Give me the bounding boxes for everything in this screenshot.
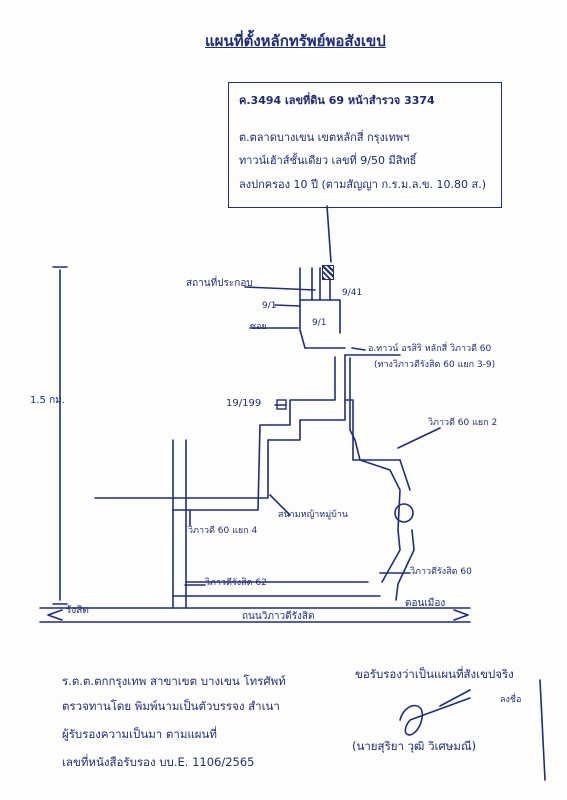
plot-label-mid: 9/1 — [312, 318, 327, 328]
soi-label-4: วิภาวดี 60 แยก 4 — [188, 526, 258, 536]
left-direction-label: รังสิต — [66, 605, 89, 616]
property-location-line: ต.ตลาดบางเขน เขตหลักสี่ กรุงเทพฯ — [239, 131, 410, 144]
plot-label-left: 9/1 — [262, 301, 277, 311]
short-soi-label: ซอย — [250, 322, 267, 332]
house-number-label: 19/199 — [226, 398, 262, 409]
right-direction-label: ดอนเมือง — [405, 598, 446, 609]
landmark-label: สนามหญ้าหมู่บ้าน — [278, 510, 349, 520]
road-label-60: วิภาวดีรังสิต 60 — [410, 567, 472, 577]
road-label-62: วิภาวดีรังสิต 62 — [205, 578, 267, 588]
property-type-line: ทาวน์เฮ้าส์ชั้นเดียว เลขที่ 9/50 มีสิทธิ… — [239, 154, 417, 167]
footer-initial: ลงชื่อ — [500, 695, 522, 705]
footer-left-line-3: ผู้รับรองความเป็นมา ตามแผนที่ — [62, 727, 217, 741]
property-hatch-marker — [322, 265, 334, 280]
plot-label-right: 9/41 — [342, 288, 363, 298]
property-deed-line: ค.3494 เลขที่ดิน 69 หน้าสำรวจ 3374 — [239, 94, 435, 107]
neighbor-label: สถานที่ประกอบ — [186, 278, 253, 289]
box-pointer-line — [326, 205, 332, 263]
main-road-label: ถนนวิภาวดีรังสิต — [242, 611, 315, 622]
footer-left-line-2: ตรวจทานโดย พิมพ์นามเป็นตัวบรรจง สำเนา — [62, 699, 280, 713]
ramp-sub-label: (ทางวิภาวดีรังสิต 60 แยก 3-9) — [374, 360, 496, 370]
property-info-box: ค.3494 เลขที่ดิน 69 หน้าสำรวจ 3374 ต.ตลา… — [228, 82, 502, 208]
map-title: แผนที่ตั้งหลักทรัพย์พอสังเขป — [205, 32, 386, 50]
property-lease-line: ลงปกครอง 10 ปี (ตามสัญญา ก.ร.ม.ล.ข. 10.8… — [239, 178, 487, 191]
distance-label: 1.5 กม. — [30, 395, 65, 406]
footer-left-line-4: เลขที่หนังสือรับรอง บบ.E. 1106/2565 — [62, 755, 255, 769]
footer-left-line-1: ร.ต.ต.ตกกรุงเทพ สาขาเขต บางเขน โทรศัพท์ — [62, 674, 286, 688]
footer-certify-line: ขอรับรองว่าเป็นแผนที่สังเขปจริง — [355, 667, 514, 681]
signer-name: (นายสุริยา วุฒิ วิเศษมณี) — [352, 739, 477, 753]
ramp-label: อ.ทาวน์ อรสิริ หลักสี่ วิภาวดี 60 — [368, 344, 492, 354]
soi-label-2: วิภาวดี 60 แยก 2 — [428, 418, 498, 428]
